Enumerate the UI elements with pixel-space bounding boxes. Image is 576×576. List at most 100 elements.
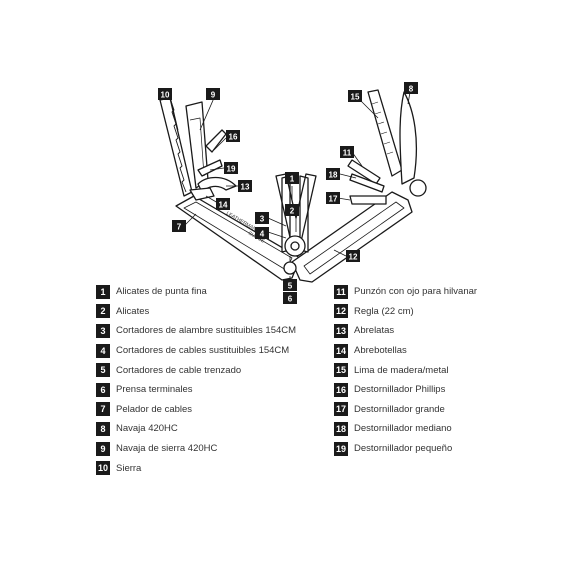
legend-number: 1 [96, 284, 110, 299]
callout-badge: 18 [326, 168, 340, 180]
legend-item: 3 Cortadores de alambre sustituibles 154C… [96, 321, 336, 341]
callout-badge: 7 [172, 220, 186, 232]
svg-text:14: 14 [219, 201, 228, 210]
callout-badge: 3 [255, 212, 269, 224]
callout-badge: 10 [158, 88, 172, 100]
legend-label: Pelador de cables [116, 403, 193, 415]
legend-number: 15 [334, 363, 348, 378]
callout-badge: 9 [206, 88, 220, 100]
svg-text:11: 11 [343, 149, 352, 158]
legend-number: 7 [96, 402, 110, 417]
knife-blade [399, 91, 418, 185]
legend-number: 11 [334, 284, 348, 299]
svg-text:8: 8 [409, 85, 414, 94]
legend-item: 16 Destornillador Phillips [334, 380, 574, 400]
pivot-inner [290, 241, 300, 251]
callout-badge: 8 [404, 82, 418, 94]
legend-label: Cortadores de cable trenzado [116, 364, 242, 376]
legend-label: Prensa terminales [116, 384, 193, 396]
legend-item: 14 Abrebotellas [334, 341, 574, 361]
legend-label: Destornillador grande [354, 403, 445, 415]
legend-number: 19 [334, 441, 348, 456]
legend-label: Navaja de sierra 420HC [116, 443, 218, 455]
legend-number: 13 [334, 323, 348, 338]
serrated-knife-edge [189, 117, 205, 177]
file-tool [367, 89, 403, 177]
svg-text:15: 15 [351, 93, 360, 102]
legend-label: Destornillador Phillips [354, 384, 446, 396]
callout-badge: 2 [285, 204, 299, 216]
callout-badge: 13 [238, 180, 252, 192]
crimper [283, 261, 297, 275]
svg-text:6: 6 [288, 295, 293, 304]
legend-number: 6 [96, 382, 110, 397]
lanyard-ring [409, 179, 427, 197]
legend-number: 14 [334, 343, 348, 358]
callout-badge: 1 [285, 172, 299, 184]
legend-item: 12 Regla (22 cm) [334, 302, 574, 322]
callout-badge: 4 [255, 227, 269, 239]
svg-text:1: 1 [290, 175, 295, 184]
callout-badge: 17 [326, 192, 340, 204]
svg-text:12: 12 [349, 253, 358, 262]
callout-badges: 10 9 16 19 13 14 7 1 3 2 4 5 6 15 8 11 1… [158, 82, 418, 304]
large-driver [349, 195, 387, 205]
legend-number: 12 [334, 304, 348, 319]
legend-label: Lima de madera/metal [354, 364, 449, 376]
legend-item: 5 Cortadores de cable trenzado [96, 360, 336, 380]
svg-text:16: 16 [229, 133, 238, 142]
legend-label: Punzón con ojo para hilvanar [354, 286, 478, 298]
legend-number: 5 [96, 363, 110, 378]
legend-label: Navaja 420HC [116, 423, 178, 435]
legend-item: 6 Prensa terminales [96, 380, 336, 400]
legend-label: Cortadores de cables sustituibles 154CM [116, 345, 290, 357]
callout-badge: 12 [346, 250, 360, 262]
legend-item: 11 Punzón con ojo para hilvanar [334, 282, 574, 302]
svg-text:5: 5 [288, 282, 293, 291]
legend-item: 15 Lima de madera/metal [334, 360, 574, 380]
callout-badge: 19 [224, 162, 238, 174]
svg-text:17: 17 [329, 195, 338, 204]
legend-item: 7 Pelador de cables [96, 400, 336, 420]
legend-label: Cortadores de alambre sustituibles 154CM [116, 325, 297, 337]
legend-item: 4 Cortadores de cables sustituibles 154CM [96, 341, 336, 361]
legend-number: 8 [96, 421, 110, 436]
callout-badge: 6 [283, 292, 297, 304]
small-driver [197, 159, 223, 177]
legend-number: 10 [96, 461, 110, 476]
callout-badge: 15 [348, 90, 362, 102]
legend-label: Alicates de punta fina [116, 286, 207, 298]
legend-number: 16 [334, 382, 348, 397]
callout-badge: 14 [216, 198, 230, 210]
legend-label: Regla (22 cm) [354, 305, 414, 317]
svg-text:10: 10 [161, 91, 170, 100]
saw-teeth [169, 97, 187, 193]
svg-text:18: 18 [329, 171, 338, 180]
legend-item: 8 Navaja 420HC [96, 419, 336, 439]
legend-label: Abrelatas [354, 325, 395, 337]
svg-text:3: 3 [260, 215, 265, 224]
right-handle-ruler [303, 201, 405, 275]
legend-label: Destornillador mediano [354, 423, 452, 435]
svg-text:7: 7 [177, 223, 182, 232]
legend-number: 4 [96, 343, 110, 358]
right-handle [291, 191, 413, 283]
legend-number: 18 [334, 421, 348, 436]
legend-right: 11 Punzón con ojo para hilvanar 12 Regla (… [334, 282, 574, 458]
svg-text:4: 4 [260, 230, 265, 239]
legend-number: 3 [96, 323, 110, 338]
legend-item: 13 Abrelatas [334, 321, 574, 341]
svg-text:2: 2 [290, 207, 295, 216]
medium-driver [349, 173, 385, 193]
callout-badge: 16 [226, 130, 240, 142]
callout-badge: 5 [283, 279, 297, 291]
legend-label: Abrebotellas [354, 345, 407, 357]
legend-item: 1 Alicates de punta fina [96, 282, 336, 302]
